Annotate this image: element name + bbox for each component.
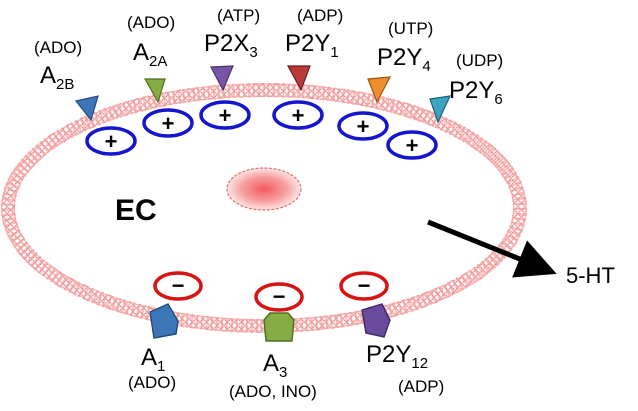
receptor-a2a [143, 78, 166, 104]
nucleus [226, 167, 302, 211]
name-a3: A3 [263, 350, 287, 381]
negative-sign-a3: − [254, 282, 304, 312]
receptor-p2y6 [429, 95, 452, 124]
ligand-a2b: (ADO) [34, 38, 82, 57]
name-p2y1: P2Y1 [285, 30, 339, 61]
receptor-a1 [149, 303, 179, 339]
output-label: 5-HT [566, 263, 615, 288]
receptor-p2x3 [210, 65, 234, 92]
ligand-p2y12: (ADP) [398, 377, 444, 396]
receptor-p2y4-shape [367, 76, 392, 104]
name-p2y6: P2Y6 [449, 77, 503, 108]
name-p2y12: P2Y12 [366, 341, 428, 372]
name-a2b: A2B [40, 62, 74, 93]
receptor-p2y4 [367, 76, 392, 104]
cell-label: EC [115, 194, 157, 227]
ligand-a3: (ADO, INO) [229, 382, 317, 401]
name-a1: A1 [141, 344, 165, 375]
receptor-p2y1 [286, 65, 311, 92]
svg-text:+: + [406, 133, 419, 158]
ligand-p2y1: (ADP) [297, 6, 343, 25]
svg-text:+: + [292, 103, 305, 128]
receptor-a2b-shape [74, 95, 99, 122]
positive-sign-a2a: + [142, 108, 194, 138]
ligand-a1: (ADO) [128, 373, 176, 392]
ligand-p2y4: (UTP) [388, 19, 433, 38]
ligand-p2x3: (ATP) [217, 6, 260, 25]
receptor-p2y1-shape [286, 65, 311, 92]
receptor-a3 [263, 312, 295, 342]
ligand-p2y6: (UDP) [456, 51, 503, 70]
receptor-p2x3-shape [210, 65, 234, 92]
svg-text:−: − [172, 273, 185, 298]
svg-text:+: + [162, 111, 175, 136]
negative-sign-a1: − [153, 271, 203, 301]
svg-text:−: − [358, 273, 371, 298]
receptor-a2b [74, 95, 99, 122]
name-a2a: A2A [133, 39, 167, 70]
positive-sign-p2y1: + [272, 100, 324, 130]
positive-sign-p2y4: + [337, 111, 389, 141]
positive-sign-p2x3: + [199, 100, 251, 130]
receptor-p2y6-shape [429, 95, 452, 124]
receptor-a1-shape [149, 303, 179, 339]
svg-text:−: − [273, 284, 286, 309]
receptor-p2y12 [361, 303, 391, 338]
name-p2y4: P2Y4 [377, 44, 431, 75]
receptor-a2a-shape [143, 78, 166, 104]
secretion-arrow [427, 219, 557, 278]
name-p2x3: P2X3 [204, 30, 258, 61]
negative-sign-p2y12: − [339, 271, 389, 301]
positive-sign-p2y6: + [386, 130, 438, 160]
ligand-a2a: (ADO) [127, 13, 175, 32]
positive-sign-a2b: + [85, 126, 137, 156]
receptor-a3-shape [263, 312, 295, 342]
svg-text:+: + [219, 103, 232, 128]
svg-text:+: + [105, 129, 118, 154]
svg-text:+: + [357, 114, 370, 139]
receptor-p2y12-shape [361, 303, 391, 338]
